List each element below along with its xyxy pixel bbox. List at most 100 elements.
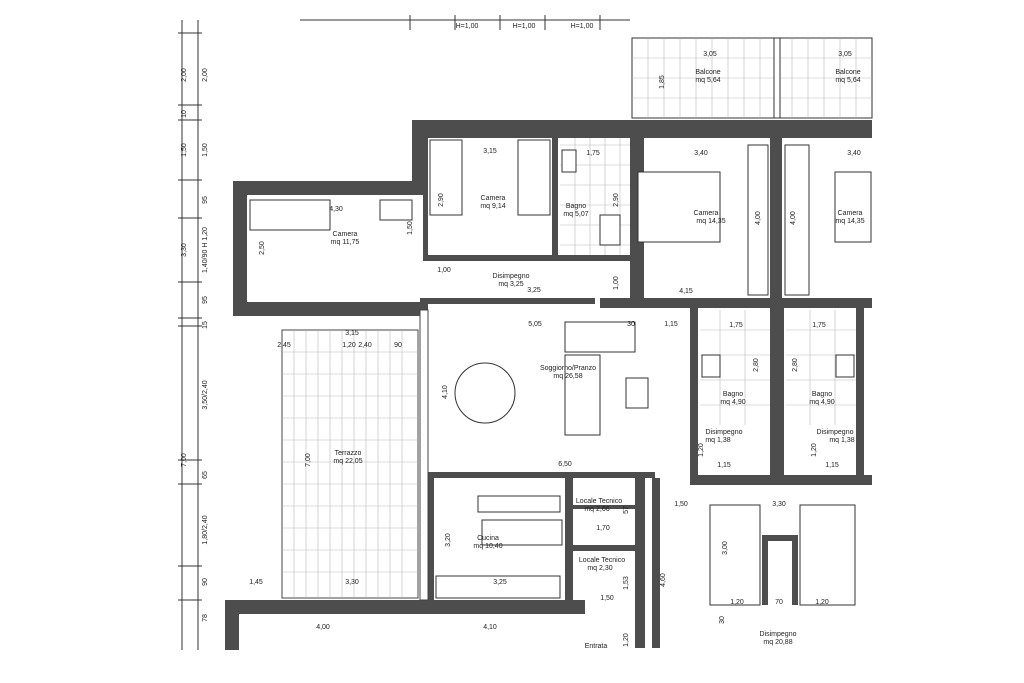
room-area: mq 5,64 (835, 77, 860, 84)
top-dim-1: H=1,00 (456, 23, 479, 30)
room-name: Disimpegno (817, 429, 854, 436)
room-name: Soggiorno/Pranzo (540, 365, 596, 372)
dim-label: 3,30 (772, 501, 786, 508)
dim-label: 4,10 (483, 624, 497, 631)
room-name: Camera (694, 210, 719, 217)
room-name: Disimpegno (493, 273, 530, 280)
dim-label: 2,80 (792, 358, 799, 372)
room-area: mq 11,75 (331, 239, 360, 246)
dim-label: 3,05 (838, 51, 852, 58)
left-dim-15: 90 (202, 578, 209, 586)
dim-label: 1,50 (407, 221, 414, 235)
left-dim-9: 95 (202, 296, 209, 304)
dim-label: 1,20 (730, 599, 744, 606)
left-dimension-chain: 2,00 2,00 10 1,50 1,50 95 3,30 1,40/90 H… (178, 20, 209, 650)
dim-label: 1,75 (586, 150, 600, 157)
room-name: Bagno (566, 203, 586, 210)
room-name: Balcone (695, 69, 720, 76)
dim-label: 3,40 (694, 150, 708, 157)
dim-label: 4,10 (442, 385, 449, 399)
dim-label: 4,15 (679, 288, 693, 295)
top-strip: H=1,00 H=1,00 H=1,00 (300, 15, 630, 30)
room-area: mq 5,07 (563, 211, 588, 218)
dim-label: 3,30 (345, 579, 359, 586)
dim-label: 2,40 (358, 342, 372, 349)
dim-label: 1,15 (825, 462, 839, 469)
left-dim-4: 1,50 (181, 143, 188, 157)
dim-label: 90 (394, 342, 402, 349)
dim-label: 4,30 (329, 206, 343, 213)
dim-label: 1,20 (342, 342, 356, 349)
left-dim-11: 3,50/2,40 (202, 380, 209, 409)
room-area: mq 10,40 (473, 543, 502, 550)
dim-label: 1,75 (729, 322, 743, 329)
left-dim-7: 3,30 (181, 243, 188, 257)
room-name: Disimpegno (706, 429, 743, 436)
dim-label: 1,00 (613, 276, 620, 290)
left-dim-3: 10 (181, 110, 188, 118)
dim-label: 6,50 (558, 461, 572, 468)
left-dim-14: 1,80/2,40 (202, 515, 209, 544)
room-area: mq 9,14 (480, 203, 505, 210)
dim-label: 30 (719, 616, 726, 624)
dim-label: 1,20 (811, 443, 818, 457)
room-area: mq 2,30 (587, 565, 612, 572)
dim-label: 1,20 (815, 599, 829, 606)
dim-label: 3,15 (483, 148, 497, 155)
room-area: mq 4,90 (720, 399, 745, 406)
walls (225, 120, 872, 650)
dim-label: 1,53 (623, 576, 630, 590)
left-dim-13: 65 (202, 471, 209, 479)
room-area: mq 22,05 (333, 458, 362, 465)
terrace-tiling (281, 309, 429, 601)
dim-label: 1,20 (623, 633, 630, 647)
room-area: mq 1,38 (705, 437, 730, 444)
room-area: mq 3,25 (498, 281, 523, 288)
room-name: Terrazzo (335, 450, 362, 457)
dim-label: 1,00 (437, 267, 451, 274)
dim-label: 5,05 (528, 321, 542, 328)
dim-label: 1,45 (249, 579, 263, 586)
dim-label: 3,05 (703, 51, 717, 58)
dim-label: 3,40 (847, 150, 861, 157)
dim-label: 70 (775, 599, 783, 606)
dim-label: 4,60 (660, 573, 667, 587)
room-name: Camera (333, 231, 358, 238)
left-dim-1: 2,00 (181, 68, 188, 82)
dim-label: 2,80 (753, 358, 760, 372)
dim-label: 4,00 (790, 211, 797, 225)
left-dim-2: 2,00 (202, 68, 209, 82)
room-name: Camera (481, 195, 506, 202)
dim-label: 1,15 (717, 462, 731, 469)
balconies (631, 37, 873, 119)
left-dim-12: 7,00 (181, 453, 188, 467)
room-area: mq 26,58 (553, 373, 582, 380)
dim-label: 2,90 (613, 193, 620, 207)
top-dim-3: H=1,00 (571, 23, 594, 30)
dim-label: 4,00 (316, 624, 330, 631)
room-area: mq 14,35 (696, 218, 725, 225)
left-dim-6: 95 (202, 196, 209, 204)
dim-label: 4,00 (755, 211, 762, 225)
room-name: Disimpegno (760, 631, 797, 638)
dim-label: 7,00 (305, 453, 312, 467)
dim-label: 2,90 (438, 193, 445, 207)
dim-label: 57 (623, 506, 630, 514)
left-dim-8: 1,40/90 H 1,20 (202, 227, 209, 273)
dim-label: 1,75 (812, 322, 826, 329)
room-name: Locale Tecnico (579, 557, 625, 564)
dim-label: 30 (627, 321, 635, 328)
room-labels: Camera mq 11,75 Camera mq 9,14 Bagno mq … (331, 69, 865, 650)
dim-label: 1,15 (664, 321, 678, 328)
room-area: mq 1,38 (829, 437, 854, 444)
room-area: mq 20,88 (763, 639, 792, 646)
top-dim-2: H=1,00 (513, 23, 536, 30)
dim-label: 1,70 (596, 525, 610, 532)
room-area: mq 4,90 (809, 399, 834, 406)
room-name: Cucina (477, 535, 499, 542)
room-area: mq 5,64 (695, 77, 720, 84)
dim-label: 3,20 (445, 533, 452, 547)
dim-label: 1,50 (674, 501, 688, 508)
left-dim-16: 78 (202, 614, 209, 622)
